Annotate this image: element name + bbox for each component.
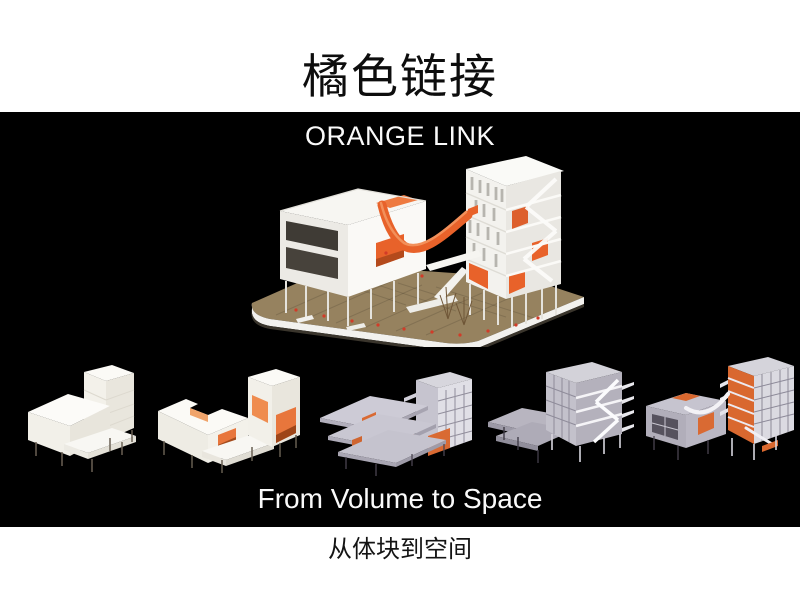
caption-en: From Volume to Space [257, 483, 543, 514]
model-stilts [285, 273, 557, 327]
process-model-5 [646, 357, 795, 460]
slide-title-en: ORANGE LINK [304, 121, 496, 151]
slide-title-zh: 橘色链接 [302, 50, 498, 103]
process-model-1 [28, 365, 136, 472]
caption-zh: 从体块到空间 [328, 536, 472, 563]
right-building [465, 156, 564, 299]
walkways-and-figures [294, 250, 540, 337]
process-model-2 [158, 369, 300, 473]
main-model-photo [251, 156, 584, 347]
process-model-3 [320, 372, 473, 476]
left-building [279, 188, 427, 297]
process-model-4 [488, 362, 634, 463]
orange-ramp [377, 200, 478, 254]
header-band [0, 0, 800, 112]
footer-band [0, 527, 800, 600]
